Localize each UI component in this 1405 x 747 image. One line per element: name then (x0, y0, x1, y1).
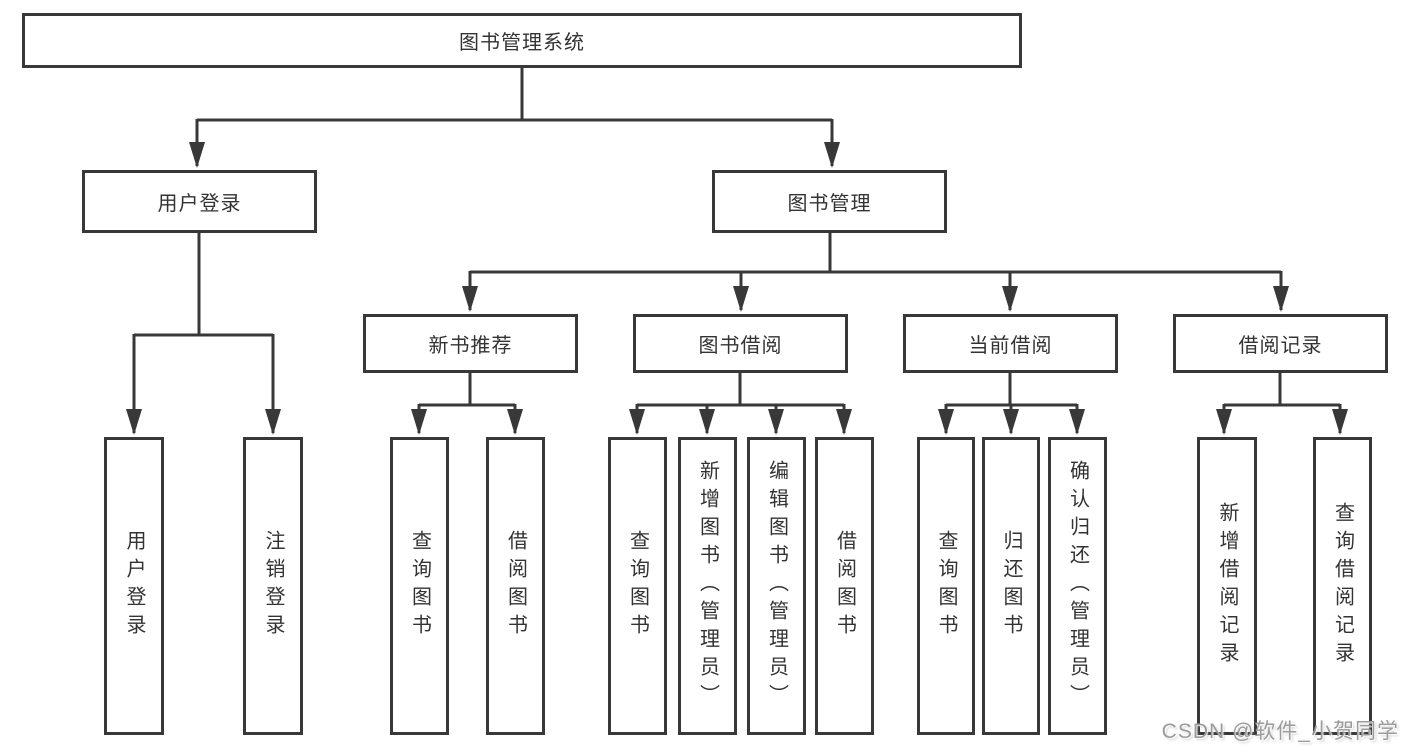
leaf-current-return-books: 归还图书 (982, 437, 1040, 735)
leaf-records-query-record: 查询借阅记录 (1313, 437, 1372, 735)
leaf-borrowing-add-books-admin: 新增图书（管理员） (678, 437, 737, 735)
leaf-records-add-record: 新增借阅记录 (1197, 437, 1257, 735)
leaf-newbook-borrow-books: 借阅图书 (486, 437, 545, 735)
leaf-borrowing-borrow-books: 借阅图书 (815, 437, 874, 735)
node-borrowing-records: 借阅记录 (1173, 314, 1388, 373)
node-book-borrowing: 图书借阅 (633, 314, 848, 373)
root-node: 图书管理系统 (22, 13, 1022, 68)
node-current-borrowing: 当前借阅 (903, 314, 1118, 373)
watermark: CSDN @软件_小贺同学 (1161, 720, 1399, 743)
node-new-book-recommend: 新书推荐 (363, 314, 578, 373)
leaf-current-query-books: 查询图书 (917, 437, 975, 735)
node-user-login-branch: 用户登录 (82, 170, 317, 233)
node-book-management: 图书管理 (712, 170, 947, 233)
leaf-user-login: 用户登录 (104, 437, 164, 735)
leaf-borrowing-query-books: 查询图书 (608, 437, 667, 735)
leaf-logout: 注销登录 (243, 437, 303, 735)
leaf-current-confirm-return-admin: 确认归还（管理员） (1048, 437, 1107, 735)
leaf-newbook-query-books: 查询图书 (390, 437, 449, 735)
leaf-borrowing-edit-books-admin: 编辑图书（管理员） (747, 437, 806, 735)
